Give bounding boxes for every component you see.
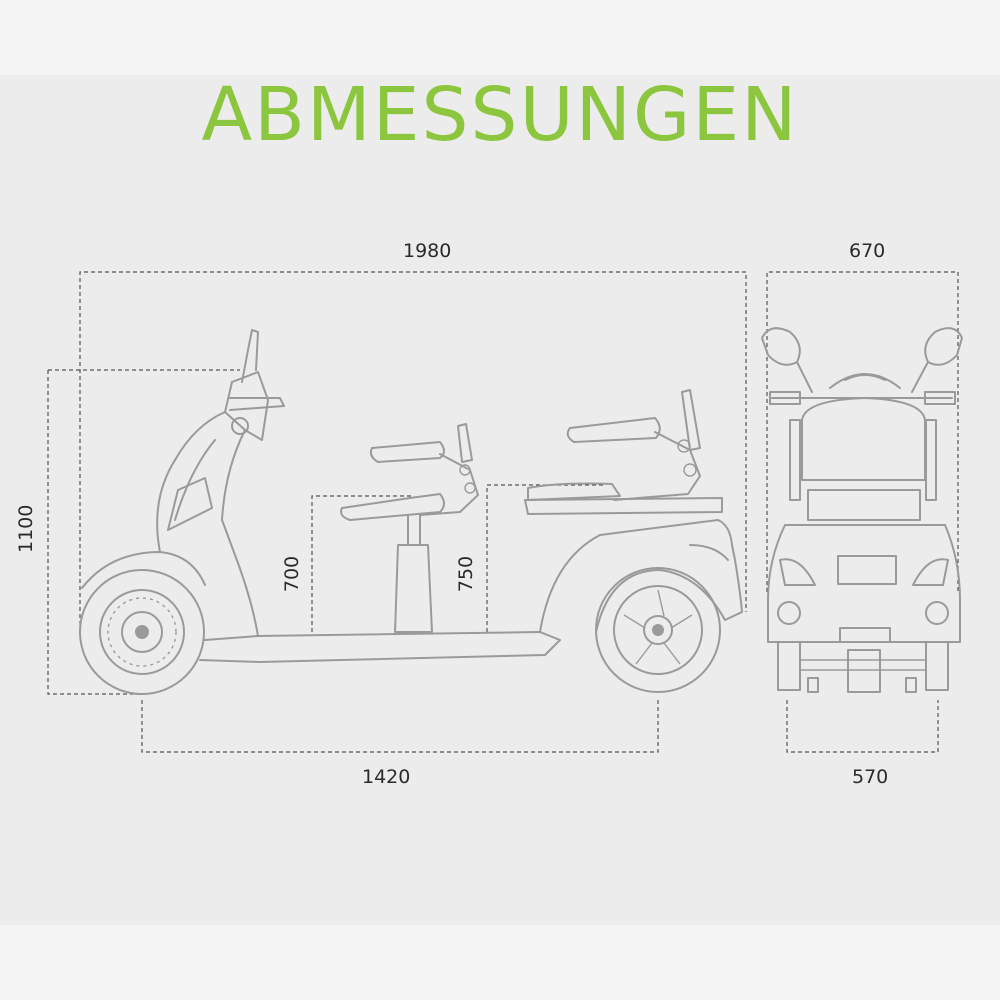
page-title: ABMESSUNGEN <box>201 72 799 158</box>
rear-view-scooter <box>761 327 963 693</box>
background-panel <box>0 75 1000 925</box>
front-wheel <box>79 569 205 695</box>
rear-seat-height-label: 750 <box>455 555 477 593</box>
rear-wheel <box>595 567 721 693</box>
dimension-lines-rear <box>766 271 959 753</box>
rear-seat <box>527 389 701 501</box>
wheelbase-label: 1420 <box>362 766 411 788</box>
front-seat <box>340 423 479 633</box>
front-seat-height-label: 700 <box>281 555 303 593</box>
overall-width-label: 670 <box>849 240 886 262</box>
side-view-scooter <box>79 329 743 695</box>
overall-length-label: 1980 <box>403 240 452 262</box>
dimension-lines-side <box>47 271 747 753</box>
overall-height-label: 1100 <box>15 504 37 553</box>
rear-track-label: 570 <box>852 766 889 788</box>
